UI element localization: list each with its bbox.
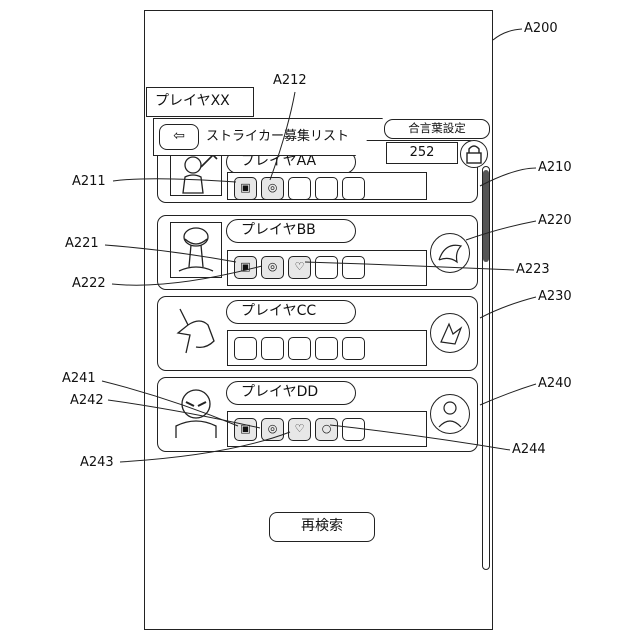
label-a211: A211 <box>72 174 106 189</box>
label-a220: A220 <box>538 213 572 228</box>
label-a244: A244 <box>512 442 546 457</box>
label-a200: A200 <box>524 21 558 36</box>
label-a240: A240 <box>538 376 572 391</box>
label-a223: A223 <box>516 262 550 277</box>
label-a221: A221 <box>65 236 99 251</box>
label-a242: A242 <box>70 393 104 408</box>
label-a243: A243 <box>80 455 114 470</box>
label-a212: A212 <box>273 73 307 88</box>
label-a230: A230 <box>538 289 572 304</box>
label-a241: A241 <box>62 371 96 386</box>
label-a222: A222 <box>72 276 106 291</box>
label-a210: A210 <box>538 160 572 175</box>
